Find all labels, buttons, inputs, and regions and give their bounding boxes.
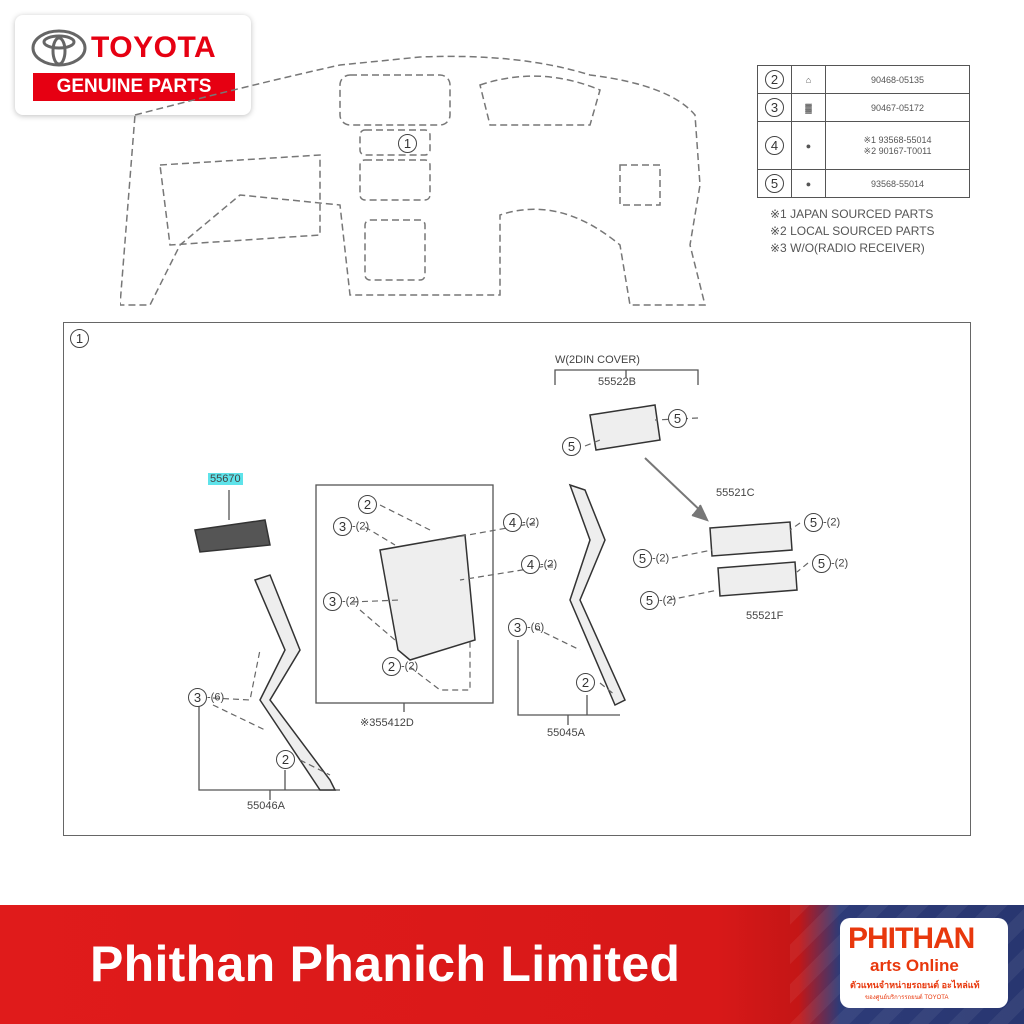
callout-2-qty: 2-(2) xyxy=(382,657,418,676)
callout-3-qty: 3-(2) xyxy=(333,517,369,536)
callout-4-qty: 4-(2) xyxy=(503,513,539,532)
fastener-legend-table: 2⌂90468-05135 3▓90467-05172 4●※1 93568-5… xyxy=(757,65,970,198)
phithan-parts-online-logo: PHITHAN arts Online ตัวแทนจำหน่ายรถยนต์ … xyxy=(840,918,1008,1008)
brand-tagline: GENUINE PARTS xyxy=(33,73,235,101)
callout-5-qty: 5-(2) xyxy=(640,591,676,610)
part-number-55670-highlighted[interactable]: 55670 xyxy=(208,473,243,485)
callout-5: 5 xyxy=(668,409,687,428)
callout-4-qty: 4-(2) xyxy=(521,555,557,574)
part-number-55045a[interactable]: 55045A xyxy=(547,727,585,739)
legend-row: 5●93568-55014 xyxy=(757,169,970,198)
part-number-55046a[interactable]: 55046A xyxy=(247,800,285,812)
part-number-55521c[interactable]: 55521C xyxy=(716,487,755,499)
brand-name: TOYOTA xyxy=(91,31,217,64)
legend-row: 4●※1 93568-55014※2 90167-T0011 xyxy=(757,121,970,170)
callout-2: 2 xyxy=(276,750,295,769)
callout-2: 2 xyxy=(358,495,377,514)
part-number-55522b[interactable]: 55522B xyxy=(598,376,636,388)
screw-icon: ● xyxy=(791,169,826,198)
detail-drawing xyxy=(194,369,809,800)
toyota-genuine-parts-logo: TOYOTA GENUINE PARTS xyxy=(15,15,251,115)
callout-5: 5 xyxy=(562,437,581,456)
legend-row: 3▓90467-05172 xyxy=(757,93,970,122)
callout-3-qty: 3-(6) xyxy=(508,618,544,637)
callout-5-qty: 5-(2) xyxy=(804,513,840,532)
company-name: Phithan Phanich Limited xyxy=(90,936,681,992)
legend-notes: ※1 JAPAN SOURCED PARTS※2 LOCAL SOURCED P… xyxy=(770,207,935,255)
detail-frame xyxy=(63,322,971,836)
cover-group-label: W(2DIN COVER) xyxy=(555,354,640,366)
callout-3-qty: 3-(6) xyxy=(188,688,224,707)
part-number-55412d[interactable]: ※355412D xyxy=(360,717,414,729)
detail-callout: 1 xyxy=(70,329,89,348)
callout-5-qty: 5-(2) xyxy=(812,554,848,573)
callout-2: 2 xyxy=(576,673,595,692)
toyota-emblem-icon xyxy=(31,29,87,67)
callout-5-qty: 5-(2) xyxy=(633,549,669,568)
dashboard-overview-drawing xyxy=(120,55,706,306)
overview-callout: 1 xyxy=(398,134,417,153)
callout-3-qty: 3-(2) xyxy=(323,592,359,611)
part-number-55521f[interactable]: 55521F xyxy=(746,610,784,622)
